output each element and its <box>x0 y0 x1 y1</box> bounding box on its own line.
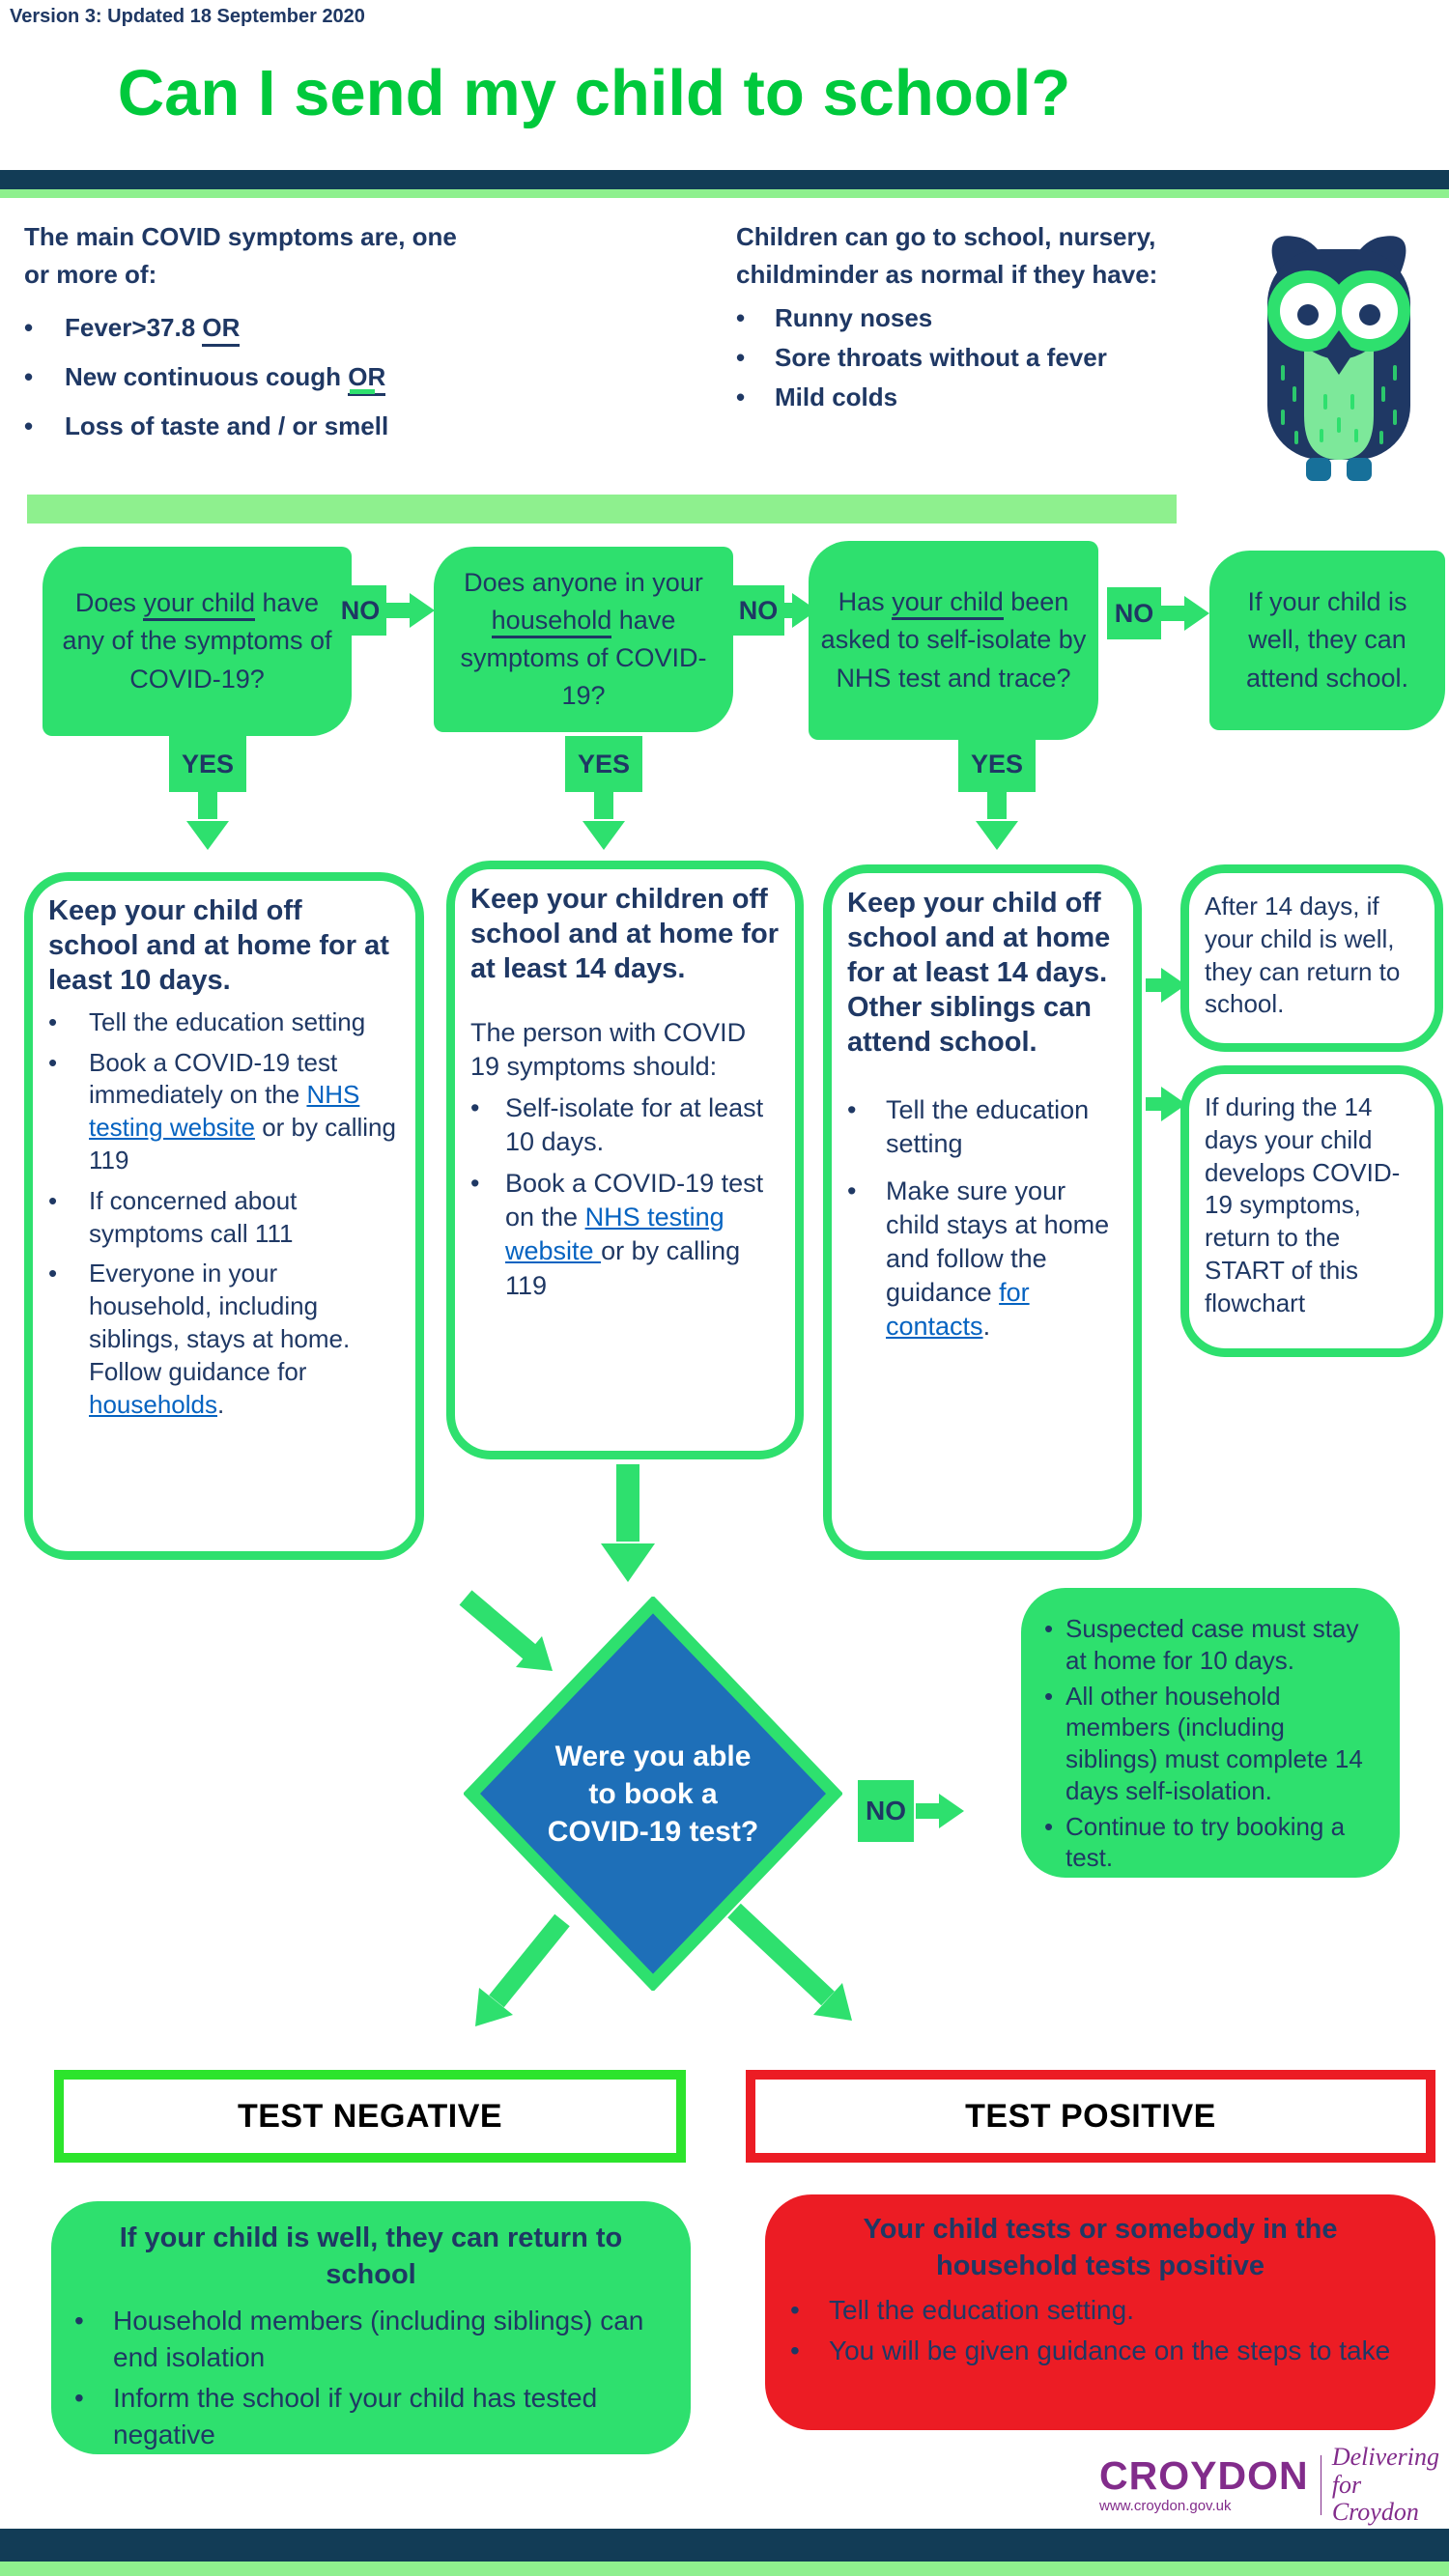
outcome-box-after-14-days: After 14 days, if your child is well, th… <box>1180 864 1443 1052</box>
symptom-item-cough: • New continuous cough OR <box>24 358 461 396</box>
arrow-no-3 <box>1159 596 1209 631</box>
box-title: Keep your children off school and at hom… <box>470 884 780 984</box>
arrow-down-to-diamond <box>601 1464 655 1582</box>
arrow-yes-3 <box>976 792 1018 850</box>
version-line: Version 3: Updated 18 September 2020 <box>10 6 365 27</box>
bullet-dot: • <box>470 1169 480 1199</box>
test-positive-box: Your child tests or somebody in the hous… <box>765 2194 1435 2430</box>
bullet-dot: • <box>736 343 746 372</box>
test-positive-title: Your child tests or somebody in the hous… <box>863 2214 1338 2281</box>
flow-q3-test-trace: Has your child been asked to self-isolat… <box>809 541 1098 740</box>
croydon-logo: CROYDON www.croydon.gov.uk Delivering fo… <box>1099 2444 1439 2527</box>
bullet-dot: • <box>48 1185 58 1215</box>
bullet-dot: • <box>24 411 34 440</box>
bullet-dot: • <box>736 382 746 411</box>
bullet-dot: • <box>790 2295 800 2326</box>
bullet-dot: • <box>24 362 34 391</box>
bullet-dot: • <box>74 2306 84 2336</box>
for-contacts-guidance-link[interactable]: for contacts <box>886 1278 1030 1342</box>
footer-green-bar <box>0 2562 1449 2576</box>
bullet-dot: • <box>74 2382 84 2413</box>
outcome-box-develops-symptoms: If during the 14 days your child develop… <box>1180 1065 1443 1357</box>
croydon-logo-wordmark: CROYDON <box>1099 2453 1309 2498</box>
yes-label-3: YES <box>958 736 1036 792</box>
box-intro: The person with COVID 19 symptoms should… <box>470 1017 747 1081</box>
bullet-dot: • <box>1044 1614 1054 1643</box>
box-title: Keep your child off school and at home f… <box>847 888 1111 1058</box>
outcome-box-household-symptoms: Keep your children off school and at hom… <box>446 861 804 1459</box>
decision-diamond-text: Were you able to book a COVID-19 test? <box>547 1740 759 1848</box>
bullet-dot: • <box>24 313 34 342</box>
test-negative-header: TEST NEGATIVE <box>54 2070 686 2163</box>
test-positive-header: TEST POSITIVE <box>746 2070 1435 2163</box>
can-attend-heading: Children can go to school, nursery, chil… <box>736 222 1158 289</box>
arrow-no-1 <box>384 593 435 628</box>
bullet-dot: • <box>847 1175 857 1205</box>
yes-label-2: YES <box>565 736 642 792</box>
header-navy-bar <box>0 170 1449 189</box>
bullet-dot: • <box>48 1259 58 1288</box>
croydon-logo-url: www.croydon.gov.uk <box>1099 2498 1232 2514</box>
outcome-box-child-symptoms: Keep your child off school and at home f… <box>24 872 424 1560</box>
no-label-2: NO <box>732 585 784 636</box>
no-label-4: NO <box>858 1780 914 1842</box>
arrow-yes-1 <box>186 792 229 850</box>
owl-icon <box>1267 236 1410 481</box>
symptoms-block: The main COVID symptoms are, one or more… <box>24 218 461 445</box>
croydon-logo-tagline-2: for Croydon <box>1331 2470 1419 2527</box>
attend-item-runny-nose: • Runny noses <box>736 299 1206 337</box>
bullet-dot: • <box>48 1006 58 1036</box>
no-label-3: NO <box>1107 587 1161 639</box>
croydon-logo-tagline-1: Delivering <box>1331 2443 1439 2472</box>
decision-diamond-shape <box>464 1597 842 1991</box>
bullet-dot: • <box>470 1093 480 1123</box>
nhs-testing-website-link[interactable]: NHS testing website <box>505 1203 724 1266</box>
bullet-dot: • <box>790 2335 800 2366</box>
symptoms-heading: The main COVID symptoms are, one or more… <box>24 222 457 289</box>
flow-attend-school-box: If your child is well, they can attend s… <box>1209 551 1445 730</box>
box-title: Keep your child off school and at home f… <box>48 895 389 996</box>
symptom-item-taste: • Loss of taste and / or smell <box>24 408 461 445</box>
arrow-yes-2 <box>582 792 625 850</box>
test-negative-title: If your child is well, they can return t… <box>119 2222 623 2290</box>
flow-q1-child-symptoms: Does your child have any of the symptoms… <box>43 547 352 736</box>
can-attend-block: Children can go to school, nursery, chil… <box>736 218 1206 416</box>
symptom-item-fever: • Fever>37.8 OR <box>24 309 461 347</box>
page-title: Can I send my child to school? <box>117 57 1071 129</box>
header-green-bar <box>0 189 1449 198</box>
footer-navy-bar <box>0 2529 1449 2562</box>
outcome-box-self-isolate: Keep your child off school and at home f… <box>823 864 1142 1560</box>
bullet-dot: • <box>48 1047 58 1077</box>
section-divider-bar <box>27 495 1177 524</box>
bullet-dot: • <box>736 303 746 332</box>
yes-label-1: YES <box>169 736 246 792</box>
bullet-dot: • <box>1044 1811 1054 1841</box>
attend-item-sore-throat: • Sore throats without a fever <box>736 339 1206 377</box>
bullet-dot: • <box>847 1094 857 1124</box>
attend-item-mild-cold: • Mild colds <box>736 379 1206 416</box>
unable-to-book-box: •Suspected case must stay at home for 10… <box>1021 1588 1400 1878</box>
nhs-testing-website-link[interactable]: NHS testing website <box>89 1080 360 1143</box>
bullet-dot: • <box>1044 1681 1054 1711</box>
no-label-1: NO <box>334 585 386 636</box>
households-guidance-link[interactable]: households <box>89 1389 217 1419</box>
test-negative-box: If your child is well, they can return t… <box>51 2201 691 2454</box>
flow-q2-household-symptoms: Does anyone in your household have sympt… <box>434 547 733 732</box>
arrow-no-4 <box>916 1794 964 1828</box>
